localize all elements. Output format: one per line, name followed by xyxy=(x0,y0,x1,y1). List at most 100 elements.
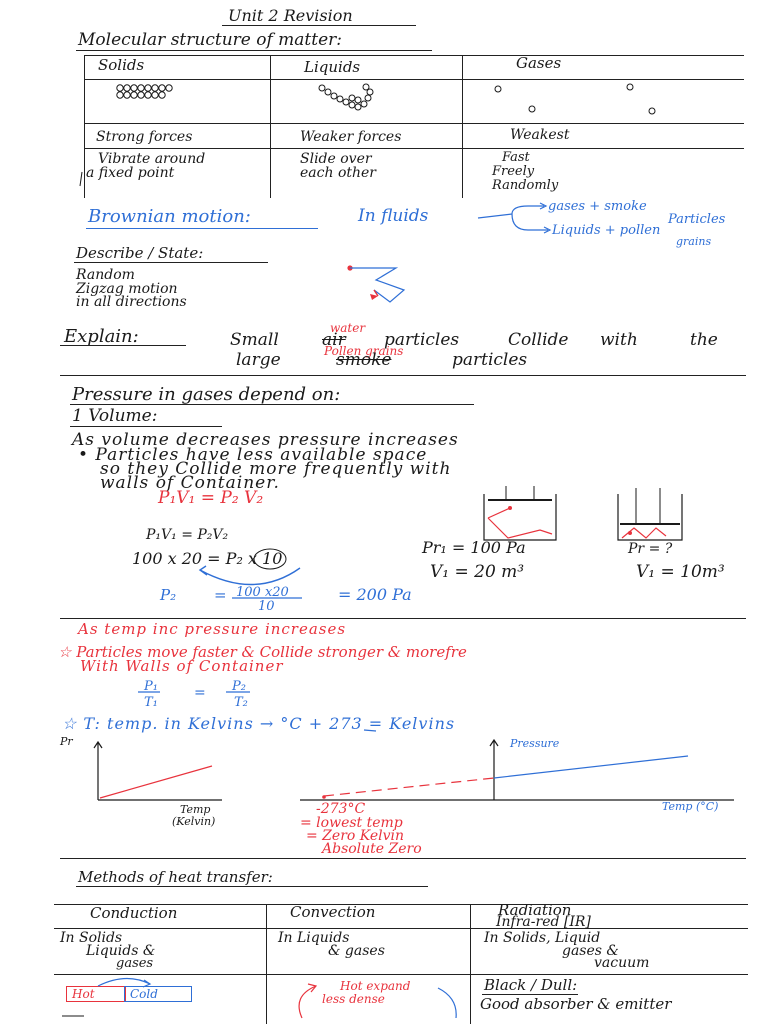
forces-solids: Strong forces xyxy=(96,129,193,145)
explain-word-air: air xyxy=(322,330,346,350)
table-line xyxy=(84,55,85,198)
volume-line-1: As volume decreases pressure increases xyxy=(72,430,459,450)
less-dense: less dense xyxy=(322,992,385,1006)
conduction-row-1: In Solids xyxy=(60,930,123,946)
section-divider xyxy=(60,858,746,859)
in-fluids: In fluids xyxy=(358,206,429,226)
boyle-red: P₁V₁ = P₂ V₂ xyxy=(158,488,264,508)
molecular-heading: Molecular structure of matter: xyxy=(78,30,342,50)
boyle-calc: 100 x 20 = P₂ x 10 xyxy=(132,549,283,568)
good-absorber: Good absorber & emitter xyxy=(480,995,672,1013)
frac-left-den: T₁ xyxy=(144,695,158,710)
explain-word-the: the xyxy=(690,330,718,350)
radiation-row-2: gases & xyxy=(562,943,619,959)
section-divider xyxy=(60,618,746,619)
p2-label: P₂ xyxy=(160,586,177,604)
header-liquids: Liquids xyxy=(304,58,361,76)
explain-large: large xyxy=(236,350,281,370)
conduction-row-3: gases xyxy=(116,956,154,971)
motion-gases-1: Fast xyxy=(502,150,530,165)
explain-word-small: Small xyxy=(230,330,279,350)
header-convection: Convection xyxy=(290,903,376,921)
hot-expand: Hot expand xyxy=(340,979,411,993)
heat-table-line xyxy=(54,904,748,905)
zero-line-3: = Zero Kelvin xyxy=(306,828,405,844)
convection-row-1: In Liquids xyxy=(278,930,350,946)
heat-table-line xyxy=(470,904,471,1024)
liquids-pollen: Liquids + pollen xyxy=(552,223,661,238)
frac-left-num: P₁ xyxy=(144,679,158,694)
temp-line-3: With Walls of Container xyxy=(80,657,284,675)
table-line xyxy=(84,148,744,149)
radiation-row-3: vacuum xyxy=(594,955,650,971)
explain-water: water xyxy=(330,321,366,335)
header-conduction: Conduction xyxy=(90,904,178,922)
header-radiation: Radiation xyxy=(498,901,572,919)
motion-solids-2: a fixed point xyxy=(86,165,175,181)
forces-gases: Weakest xyxy=(510,127,570,143)
radiation-sub: Infra-red [IR] xyxy=(496,914,591,930)
volume-heading: 1 Volume: xyxy=(72,406,158,426)
v2-label: V₁ = 10m³ xyxy=(636,562,725,582)
black-dull: Black / Dull: xyxy=(484,976,578,994)
temp-line-2: ☆ Particles move faster & Collide strong… xyxy=(58,643,467,661)
graph1-x-label-2: (Kelvin) xyxy=(172,815,216,828)
table-line xyxy=(84,79,744,80)
p2-result: = 200 Pa xyxy=(338,585,412,604)
convection-row-2: & gases xyxy=(328,943,385,959)
motion-solids-1: Vibrate around xyxy=(98,151,206,167)
particles-label: Particles xyxy=(668,212,726,227)
pr1-label: Pr₁ = 100 Pa xyxy=(422,538,526,557)
motion-liquids-2: each other xyxy=(300,165,376,181)
explain-word-with: with xyxy=(600,330,638,350)
explain-particles-end: particles xyxy=(452,350,528,370)
pr2-label: Pr = ? xyxy=(628,541,673,557)
volume-line-2: • Particles have less available space xyxy=(78,445,428,465)
explain-word-collide: Collide xyxy=(508,330,569,350)
zero-line-4: Absolute Zero xyxy=(322,841,422,857)
hot-box xyxy=(66,986,126,1002)
graph2-y-label: Pressure xyxy=(510,737,560,750)
page-title: Unit 2 Revision xyxy=(228,6,353,25)
table-line xyxy=(462,55,463,198)
describe-underline xyxy=(74,262,268,263)
forces-liquids: Weaker forces xyxy=(300,129,402,145)
p2-eq: = xyxy=(214,586,227,604)
radiation-row-1: In Solids, Liquid xyxy=(484,930,601,946)
cold-box xyxy=(124,986,192,1002)
brownian-underline xyxy=(86,228,318,229)
explain-word-particles: particles xyxy=(384,330,460,350)
v1-label: V₁ = 20 m³ xyxy=(430,562,525,582)
kelvin-line: ☆ T: temp. in Kelvins → °C + 273 = Kelvi… xyxy=(62,714,456,733)
volume-line-3: so they Collide more frequently with xyxy=(100,459,452,479)
frac-right-den: T₂ xyxy=(234,695,248,710)
conduction-row-2: Liquids & xyxy=(86,943,156,959)
describe-line-2: Zigzag motion xyxy=(76,281,178,297)
table-line xyxy=(270,55,271,198)
table-line xyxy=(84,123,744,124)
p2-denominator: 10 xyxy=(258,599,275,614)
frac-right-num: P₂ xyxy=(232,679,246,694)
pressure-heading: Pressure in gases depend on: xyxy=(72,384,341,405)
explain-label: Explain: xyxy=(64,326,139,347)
describe-heading: Describe / State: xyxy=(76,244,204,262)
heat-underline xyxy=(76,886,428,887)
graph1-y-label: Pr xyxy=(60,735,73,748)
black-dull-underline xyxy=(482,994,578,995)
gases-smoke: gases + smoke xyxy=(548,199,647,214)
heat-table-line xyxy=(266,904,267,1024)
table-line xyxy=(84,55,744,56)
explain-pollen: Pollen grains xyxy=(324,344,404,358)
motion-gases-3: Randomly xyxy=(492,178,559,193)
molecular-underline xyxy=(76,50,432,51)
motion-liquids-1: Slide over xyxy=(300,151,372,167)
section-divider xyxy=(60,375,746,376)
frac-eq: = xyxy=(194,685,206,701)
volume-underline xyxy=(70,426,222,427)
boyle-black: P₁V₁ = P₂V₂ xyxy=(146,527,229,543)
describe-line-3: in all directions xyxy=(76,294,187,310)
heat-table-line xyxy=(54,928,748,929)
